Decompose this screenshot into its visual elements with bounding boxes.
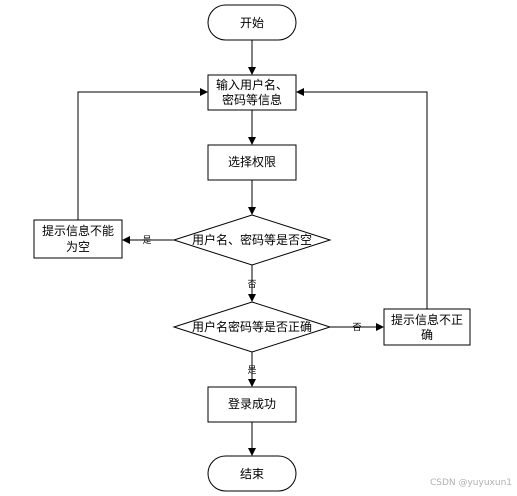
prompt-empty-label-line1: 提示信息不能 xyxy=(42,223,114,238)
check-correct-decision: 用户名密码等是否正确 xyxy=(172,301,332,353)
edge-label-empty-no: 否 xyxy=(247,279,256,290)
check-empty-decision: 用户名、密码等是否空 xyxy=(172,214,332,266)
prompt-empty-node: 提示信息不能 为空 xyxy=(33,219,123,259)
prompt-incorrect-node: 提示信息不正 确 xyxy=(383,308,471,346)
watermark-text: CSDN @yuyuxun1 xyxy=(430,478,512,488)
input-info-label-line1: 输入用户名、 xyxy=(216,77,288,92)
start-node-label: 开始 xyxy=(240,16,264,30)
login-success-label: 登录成功 xyxy=(228,396,276,411)
edge-prompt-incorrect-loop-to-input xyxy=(296,88,428,309)
prompt-incorrect-label-line2: 确 xyxy=(421,328,433,342)
login-success-node: 登录成功 xyxy=(207,386,297,423)
edge-label-empty-yes: 是 xyxy=(142,235,151,246)
check-empty-label: 用户名、密码等是否空 xyxy=(192,232,312,247)
prompt-empty-label-line2: 为空 xyxy=(66,240,90,254)
edge-label-correct-no: 否 xyxy=(352,322,361,333)
check-correct-label: 用户名密码等是否正确 xyxy=(192,319,312,334)
select-permission-label: 选择权限 xyxy=(228,155,276,169)
input-info-label-line2: 密码等信息 xyxy=(222,92,282,107)
prompt-incorrect-label-line1: 提示信息不正 xyxy=(391,312,463,327)
end-node: 结束 xyxy=(207,455,297,492)
start-node: 开始 xyxy=(207,4,297,41)
edge-label-correct-yes: 是 xyxy=(247,365,256,376)
end-node-label: 结束 xyxy=(240,467,264,481)
select-permission-node: 选择权限 xyxy=(207,144,297,181)
input-info-node: 输入用户名、 密码等信息 xyxy=(207,74,297,111)
edge-prompt-empty-loop-to-input xyxy=(77,88,208,220)
